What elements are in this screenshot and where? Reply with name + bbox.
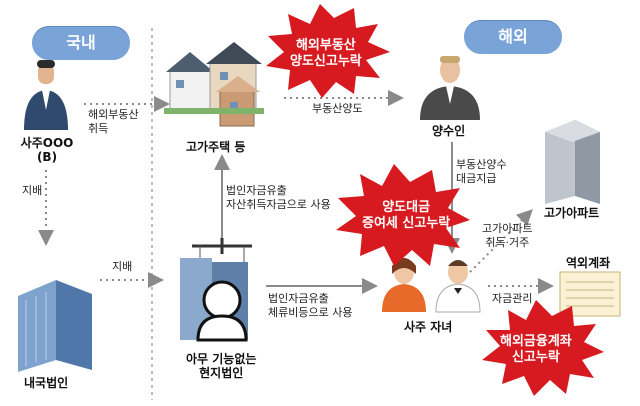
apartment-label: 고가아파트 xyxy=(544,206,600,220)
house-label: 고가주택 등 xyxy=(186,140,246,154)
edge-house-buyer-label: 부동산양도 xyxy=(312,102,363,115)
account-label: 역외계좌 xyxy=(566,256,611,270)
alert-burst-1 xyxy=(266,4,390,98)
alert-burst-2 xyxy=(336,164,470,266)
edge-children-account-label: 자금관리 xyxy=(492,292,533,305)
house-cluster-icon xyxy=(164,42,264,127)
alert-1-text: 해외부동산 양도신고누락 xyxy=(290,38,362,69)
region-overseas-label: 해외 xyxy=(464,20,562,54)
alert-2-text: 양도대금 증여세 신고누락 xyxy=(362,200,451,231)
children-couple-icon xyxy=(382,258,481,313)
edge-corp-foreign-label: 지배 xyxy=(112,260,133,273)
domestic-corp-label: 내국법인 xyxy=(24,376,69,390)
children-label: 사주 자녀 xyxy=(404,320,453,334)
arrow-children-apt xyxy=(469,209,533,273)
owner-label: 사주OOO (B) xyxy=(20,136,74,164)
alert-burst-3 xyxy=(482,300,604,396)
edge-owner-corp-label: 지배 xyxy=(22,184,43,197)
owner-person-icon xyxy=(24,60,68,130)
apartment-building-icon xyxy=(545,120,600,204)
foreign-corp-label: 아무 기능없는 현지법인 xyxy=(186,352,257,380)
edge-foreign-house-label: 법인자금유출 자산취득자금으로 사용 xyxy=(226,184,331,211)
edge-children-apt-label: 고가아파트 취득·거주 xyxy=(482,222,533,249)
edge-buyer-children-label: 부동산양수 대금지급 xyxy=(456,158,507,185)
domestic-corp-building-icon xyxy=(18,280,92,372)
alert-3-text: 해외금융계좌 신고누락 xyxy=(500,334,572,365)
region-domestic-label: 국내 xyxy=(32,26,130,60)
edge-foreign-children-label: 법인자금유출 체류비등으로 사용 xyxy=(268,292,353,319)
puppet-corp-icon xyxy=(180,238,252,342)
buyer-person-icon xyxy=(420,56,480,120)
edge-owner-house-label: 해외부동산 취득 xyxy=(88,108,139,135)
buyer-label: 양수인 xyxy=(432,124,466,138)
